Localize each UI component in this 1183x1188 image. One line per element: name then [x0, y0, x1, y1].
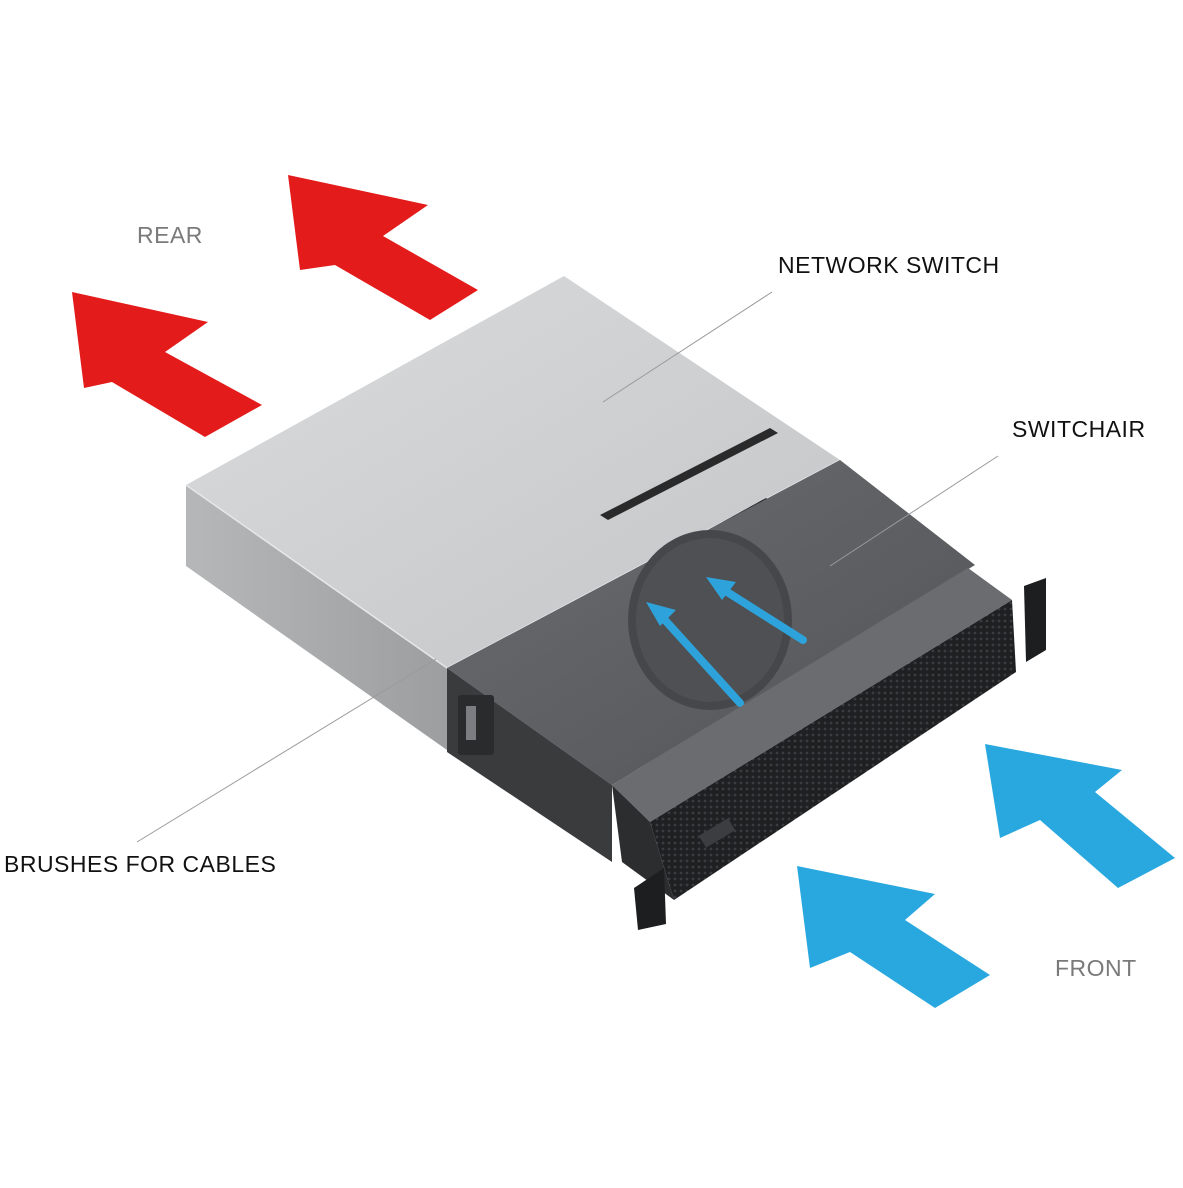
switchair-unit — [447, 460, 1046, 930]
rack-ear — [1024, 578, 1046, 662]
leader-network-switch — [602, 291, 773, 403]
intake-arrow-icon — [797, 866, 990, 1008]
leader-switchair — [829, 455, 999, 567]
label-front: FRONT — [1055, 955, 1137, 981]
intake-arrow-icon — [985, 744, 1175, 888]
airflow-arrow-icon — [706, 577, 807, 644]
label-network-switch: NETWORK SWITCH — [778, 252, 1000, 278]
front-grille — [650, 600, 1016, 900]
label-switchair: SWITCHAIR — [1012, 416, 1146, 442]
cable-brush-slot-back — [600, 428, 778, 520]
rack-ear — [634, 868, 666, 930]
leader-brushes — [136, 658, 437, 843]
label-rear: REAR — [137, 222, 203, 248]
label-brushes-for-cables: BRUSHES FOR CABLES — [4, 851, 277, 877]
exhaust-arrow-icon — [72, 292, 262, 437]
exhaust-arrow-icon — [288, 175, 478, 320]
airflow-arrow-icon — [646, 602, 744, 707]
